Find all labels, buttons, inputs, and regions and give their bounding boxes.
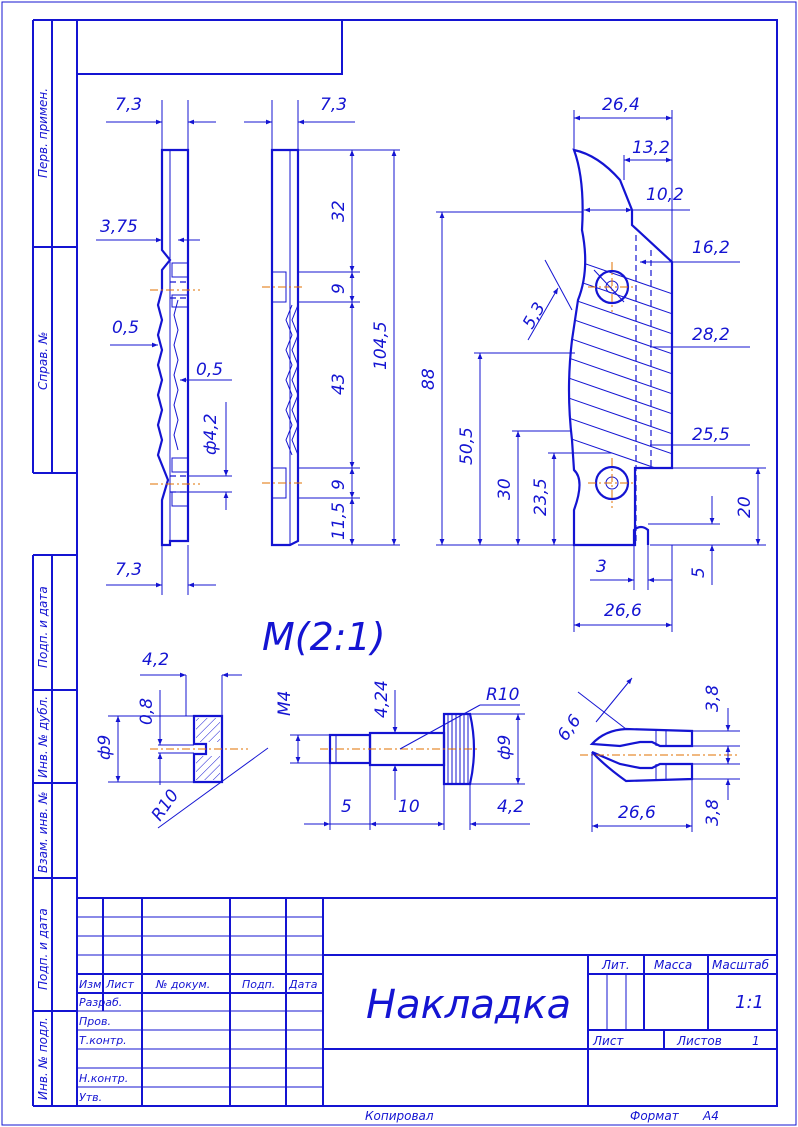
- dim-20: 20: [735, 496, 755, 518]
- dim-4-2-nut: 4,2: [142, 650, 169, 670]
- dim-50-5: 50,5: [457, 427, 477, 465]
- dim-3-8-top: 3,8: [703, 685, 723, 712]
- dim-phi-9-screw: ф9: [495, 735, 515, 760]
- label-inv-dubl: Инв. № дубл.: [36, 696, 50, 778]
- row-nkontr: Н.контр.: [79, 1072, 128, 1085]
- row-prov: Пров.: [79, 1015, 111, 1028]
- scale-label: M(2:1): [262, 615, 386, 659]
- label-inv-podl: Инв. № подл.: [36, 1017, 50, 1100]
- dim-3: 3: [596, 557, 607, 577]
- dim-7-3-top-mid: 7,3: [320, 95, 347, 115]
- dim-phi-4-2: ф4,2: [201, 413, 221, 455]
- view-section-left: 7,3 3,75 0,5 0,5 ф4,2 7,3: [96, 95, 232, 595]
- col-doc-no: № докум.: [155, 978, 210, 991]
- label-perv-primen: Перв. примен.: [36, 88, 50, 178]
- masshtab-label: Масштаб: [712, 958, 770, 972]
- dim-6-6: 6,6: [554, 711, 586, 745]
- listov-label: Листов: [676, 1034, 722, 1048]
- dim-26-4: 26,4: [602, 95, 640, 115]
- dim-26-6-front: 26,6: [604, 601, 642, 621]
- dim-m4: M4: [275, 691, 295, 716]
- title-block: Изм. Лист № докум. Подп. Дата Разраб. Пр…: [77, 897, 777, 1106]
- col-podp: Подп.: [242, 978, 275, 991]
- dim-11-5: 11,5: [329, 502, 349, 540]
- dim-0-8: 0,8: [137, 698, 157, 725]
- dim-23-5: 23,5: [531, 478, 551, 516]
- dim-7-3-bottom-left: 7,3: [115, 560, 142, 580]
- detail-nut: 4,2 0,8 ф9 R10: [95, 650, 269, 829]
- top-corner-box: [76, 19, 343, 75]
- list-label: Лист: [592, 1034, 624, 1048]
- dim-30: 30: [495, 478, 515, 500]
- footer-copied: Копировал: [365, 1109, 434, 1123]
- dim-5-3: 5,3: [519, 299, 550, 332]
- row-utv: Утв.: [79, 1091, 102, 1104]
- lit-label: Лит.: [601, 958, 630, 972]
- detail-clip: 6,6 3,8 3,8 26,6: [554, 677, 740, 832]
- dim-r10-screw: R10: [486, 685, 519, 705]
- dim-28-2: 28,2: [692, 325, 730, 345]
- footer-format-value: А4: [702, 1109, 719, 1123]
- dim-104-5: 104,5: [371, 321, 391, 370]
- dim-0-5-right: 0,5: [196, 360, 223, 380]
- col-izm: Изм.: [79, 978, 105, 991]
- dim-5-screw: 5: [341, 797, 352, 817]
- dim-9-upper: 9: [329, 283, 349, 294]
- label-vzam-inv: Взам. инв. №: [36, 792, 50, 873]
- dim-7-3-top-left: 7,3: [115, 95, 142, 115]
- part-name: Накладка: [366, 982, 571, 1028]
- dim-43: 43: [329, 373, 349, 395]
- label-sprav-no: Справ. №: [36, 332, 50, 390]
- dim-3-75: 3,75: [100, 217, 138, 237]
- view-side: 7,3 32 9 43 104,5 9 11,5: [244, 95, 400, 547]
- dim-4-2-screw: 4,2: [497, 797, 524, 817]
- label-podp-data-1: Подп. и дата: [36, 586, 50, 668]
- dim-10: 10: [398, 797, 420, 817]
- col-list: Лист: [105, 978, 134, 991]
- dim-phi-9-nut: ф9: [95, 735, 115, 760]
- footer-format-label: Формат: [630, 1109, 680, 1123]
- side-labels: Перв. примен. Справ. № Подп. и дата Инв.…: [36, 88, 50, 1100]
- dim-26-6-clip: 26,6: [618, 803, 656, 823]
- dim-5-front: 5: [689, 567, 709, 578]
- dim-10-2: 10,2: [646, 185, 684, 205]
- scale-value: 1:1: [735, 992, 764, 1013]
- dim-r10-nut: R10: [148, 786, 184, 825]
- dim-25-5: 25,5: [692, 425, 730, 445]
- label-podp-data-2: Подп. и дата: [36, 908, 50, 990]
- view-front: 26,4 13,2 10,2 16,2 5,3 28,2 25,5 88 50,…: [419, 95, 766, 632]
- col-data: Дата: [288, 978, 318, 991]
- dim-88: 88: [419, 368, 439, 390]
- dim-32: 32: [329, 200, 349, 222]
- dim-0-5-left: 0,5: [112, 318, 139, 338]
- row-razrab: Разраб.: [79, 996, 122, 1009]
- dim-13-2: 13,2: [632, 138, 670, 158]
- dim-9-lower: 9: [329, 479, 349, 490]
- row-tkontr: Т.контр.: [79, 1034, 127, 1047]
- detail-screw: M4 4,24 R10 ф9 5 10 4,2: [275, 680, 530, 830]
- dim-4-24: 4,24: [372, 680, 392, 718]
- massa-label: Масса: [654, 958, 692, 972]
- dim-16-2: 16,2: [692, 238, 730, 258]
- dim-3-8-bottom: 3,8: [703, 799, 723, 826]
- listov-value: 1: [752, 1034, 760, 1048]
